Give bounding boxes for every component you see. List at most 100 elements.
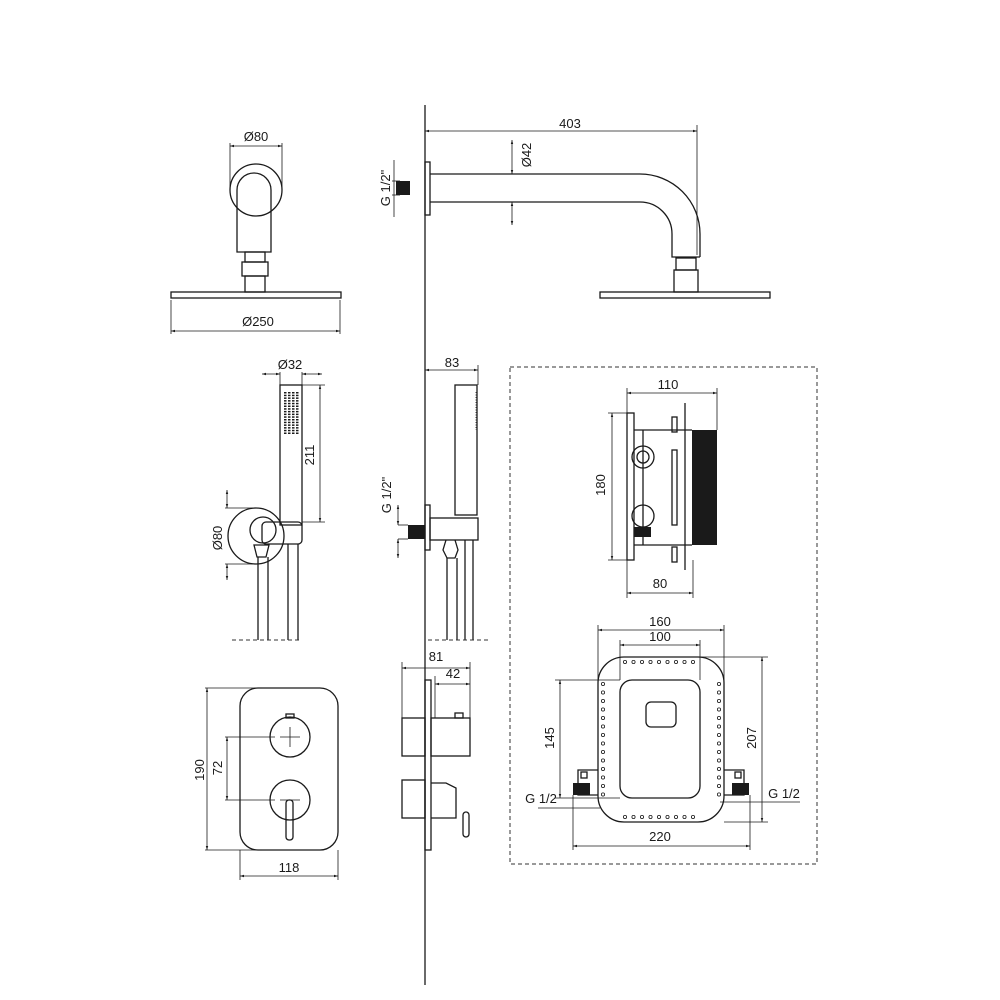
mounting-hole	[601, 682, 606, 687]
mounting-hole	[674, 815, 679, 820]
head-diameter-label: Ø250	[242, 314, 274, 329]
mounting-hole	[691, 815, 696, 820]
spray-nozzle	[284, 432, 287, 434]
mounting-hole	[717, 716, 722, 721]
concealed-box-front-view: 160 100 145 207 220 G 1/2 G 1/2	[525, 614, 800, 850]
spray-nozzle	[284, 408, 287, 410]
handle-spacing-label: 72	[210, 761, 225, 775]
handle-length-label: 211	[302, 445, 317, 466]
mounting-hole	[682, 660, 687, 665]
spray-nozzle	[296, 427, 299, 429]
mounting-hole	[717, 690, 722, 695]
arm-diameter-label: Ø42	[519, 143, 534, 168]
hand-thread-label: G 1/2"	[379, 476, 394, 513]
depth-total-label: 81	[429, 649, 443, 664]
spray-nozzle	[292, 408, 295, 410]
spray-nozzle	[296, 408, 299, 410]
mounting-hole	[691, 660, 696, 665]
mounting-hole	[717, 784, 722, 789]
spray-nozzle	[296, 421, 299, 424]
total-width-label: 220	[649, 829, 671, 844]
spray-nozzle	[284, 419, 287, 421]
mounting-hole	[717, 767, 722, 772]
outer-width-label: 160	[649, 614, 671, 629]
mounting-hole	[623, 815, 628, 820]
mounting-hole	[717, 724, 722, 729]
spray-nozzle	[288, 408, 291, 410]
mounting-hole	[717, 707, 722, 712]
box-width-label: 110	[658, 377, 679, 392]
spray-nozzle	[292, 424, 295, 426]
spray-nozzle	[292, 394, 295, 397]
rosette-diameter-label: Ø80	[244, 129, 269, 144]
spray-nozzle	[288, 410, 291, 413]
mounting-hole	[601, 707, 606, 712]
spray-nozzle	[288, 429, 291, 432]
spray-nozzle	[288, 402, 291, 405]
spray-nozzle	[292, 410, 295, 413]
mounting-hole	[657, 815, 662, 820]
spray-nozzle	[284, 429, 287, 432]
box-depth-label: 80	[653, 576, 667, 591]
spray-nozzle	[284, 421, 287, 424]
spray-nozzle	[288, 392, 291, 394]
spray-nozzle	[284, 400, 287, 402]
spray-nozzle	[292, 416, 295, 418]
mounting-hole	[601, 716, 606, 721]
spray-nozzle	[292, 432, 295, 434]
spray-nozzle	[288, 394, 291, 397]
spray-nozzle	[296, 424, 299, 426]
spray-nozzle	[296, 413, 299, 416]
spray-nozzle	[292, 392, 295, 394]
spray-nozzle	[296, 397, 299, 399]
concealed-box-frame	[509, 366, 818, 865]
spray-nozzle	[296, 432, 299, 434]
spray-nozzle	[288, 413, 291, 416]
mounting-hole	[717, 741, 722, 746]
mounting-hole	[623, 660, 628, 665]
arm-thread-label: G 1/2"	[378, 169, 393, 206]
spray-nozzle	[292, 421, 295, 424]
spray-nozzle	[288, 432, 291, 434]
spray-nozzle	[292, 397, 295, 399]
mounting-hole	[717, 758, 722, 763]
thread-right-label: G 1/2	[768, 786, 800, 801]
mixer-front-view: 190 72 118	[192, 687, 339, 880]
spray-nozzle	[296, 392, 299, 394]
spray-nozzle	[288, 424, 291, 426]
handle-diameter-label: Ø32	[278, 357, 303, 372]
mounting-hole	[657, 660, 662, 665]
spray-nozzle	[284, 394, 287, 397]
mounting-hole	[601, 741, 606, 746]
mounting-hole	[601, 690, 606, 695]
mounting-hole	[601, 699, 606, 704]
spray-nozzle	[288, 427, 291, 429]
hand-shower-side-view: 83 G 1/2"	[379, 355, 488, 641]
mounting-hole	[648, 815, 653, 820]
spray-nozzle	[284, 416, 287, 418]
spray-nozzle	[284, 405, 287, 407]
spray-nozzle	[292, 402, 295, 405]
mounting-hole	[631, 815, 636, 820]
mounting-hole	[717, 733, 722, 738]
spray-nozzle	[284, 427, 287, 429]
spray-nozzle	[288, 397, 291, 399]
mounting-hole	[601, 724, 606, 729]
mounting-hole	[717, 699, 722, 704]
projection-label: 83	[445, 355, 459, 370]
mounting-hole	[601, 758, 606, 763]
mounting-hole	[601, 784, 606, 789]
spray-nozzle	[296, 429, 299, 432]
hand-shower-front-view: Ø32 211 Ø80	[210, 357, 325, 641]
spray-nozzle	[288, 421, 291, 424]
spray-nozzle	[288, 405, 291, 407]
spray-nozzle	[296, 419, 299, 421]
spray-nozzle	[296, 405, 299, 407]
spray-nozzle	[284, 410, 287, 413]
mixer-side-view: 81 42	[401, 649, 471, 851]
inner-width-label: 100	[649, 629, 671, 644]
inner-height-label: 145	[542, 727, 557, 749]
mounting-hole	[601, 767, 606, 772]
spray-nozzle	[292, 427, 295, 429]
